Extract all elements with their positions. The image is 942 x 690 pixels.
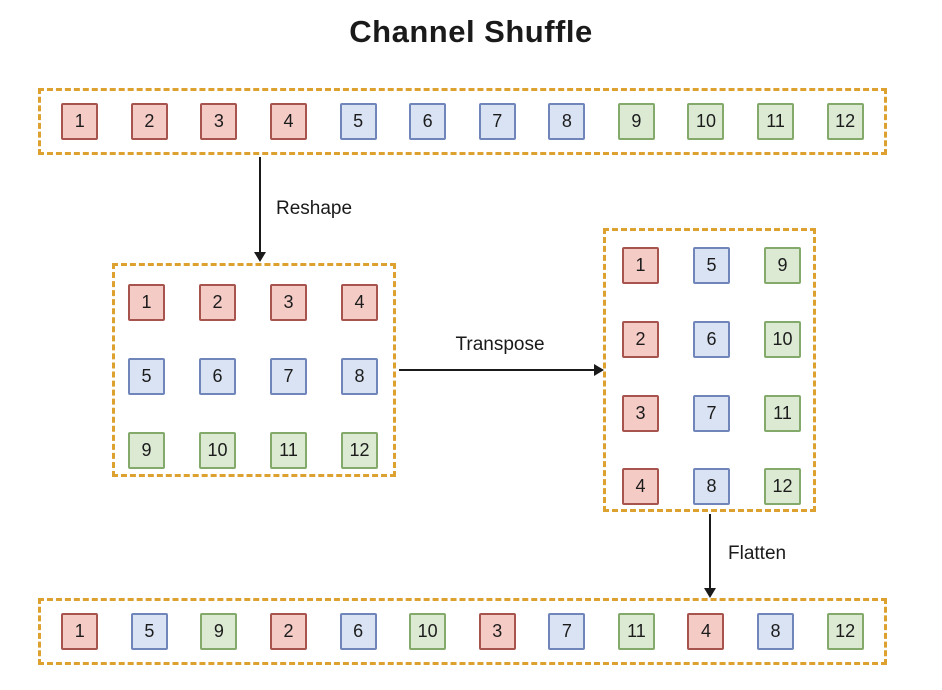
reshape-arrow-head-icon bbox=[254, 252, 266, 262]
channel-box-5: 5 bbox=[130, 613, 168, 650]
channel-box-8: 8 bbox=[693, 468, 730, 506]
channel-box-9: 9 bbox=[617, 103, 655, 140]
channel-box-2: 2 bbox=[130, 103, 168, 140]
channel-box-2: 2 bbox=[199, 284, 236, 321]
channel-box-6: 6 bbox=[409, 103, 447, 140]
channel-box-7: 7 bbox=[693, 394, 730, 432]
channel-box-10: 10 bbox=[687, 103, 725, 140]
channel-box-3: 3 bbox=[270, 284, 307, 321]
channel-box-8: 8 bbox=[548, 103, 586, 140]
channel-box-4: 4 bbox=[270, 103, 308, 140]
channel-box-2: 2 bbox=[622, 320, 659, 358]
channel-box-1: 1 bbox=[61, 613, 99, 650]
channel-box-3: 3 bbox=[622, 394, 659, 432]
channel-box-1: 1 bbox=[61, 103, 99, 140]
flatten-arrow-line bbox=[709, 514, 711, 589]
transpose-label: Transpose bbox=[455, 334, 545, 355]
channel-box-11: 11 bbox=[757, 103, 795, 140]
transpose-arrow-head-icon bbox=[594, 364, 604, 376]
channel-box-5: 5 bbox=[693, 247, 730, 284]
channel-box-9: 9 bbox=[128, 432, 165, 469]
channel-box-8: 8 bbox=[341, 358, 378, 395]
channel-box-10: 10 bbox=[409, 613, 447, 650]
channel-box-10: 10 bbox=[199, 432, 236, 469]
channel-box-10: 10 bbox=[764, 320, 801, 358]
flatten-label: Flatten bbox=[728, 543, 787, 564]
channel-box-1: 1 bbox=[622, 247, 659, 284]
channel-box-12: 12 bbox=[826, 103, 864, 140]
channel-box-6: 6 bbox=[693, 320, 730, 358]
channel-box-11: 11 bbox=[617, 613, 655, 650]
channel-box-6: 6 bbox=[199, 358, 236, 395]
channel-box-12: 12 bbox=[826, 613, 864, 650]
channel-box-7: 7 bbox=[270, 358, 307, 395]
channel-box-9: 9 bbox=[200, 613, 238, 650]
channel-box-12: 12 bbox=[764, 468, 801, 506]
reshape-label: Reshape bbox=[276, 198, 353, 219]
channel-box-7: 7 bbox=[548, 613, 586, 650]
flatten-arrow-head-icon bbox=[704, 588, 716, 598]
channel-box-1: 1 bbox=[128, 284, 165, 321]
channel-box-3: 3 bbox=[200, 103, 238, 140]
channel-box-2: 2 bbox=[270, 613, 308, 650]
channel-box-12: 12 bbox=[341, 432, 378, 469]
channel-box-5: 5 bbox=[128, 358, 165, 395]
channel-box-3: 3 bbox=[478, 613, 516, 650]
reshape-arrow-line bbox=[259, 157, 261, 253]
channel-box-9: 9 bbox=[764, 247, 801, 284]
diagram-title: Channel Shuffle bbox=[349, 14, 593, 49]
channel-box-6: 6 bbox=[339, 613, 377, 650]
channel-box-11: 11 bbox=[764, 394, 801, 432]
channel-box-4: 4 bbox=[341, 284, 378, 321]
channel-box-7: 7 bbox=[478, 103, 516, 140]
channel-box-5: 5 bbox=[339, 103, 377, 140]
transpose-arrow-line bbox=[399, 369, 595, 371]
channel-box-11: 11 bbox=[270, 432, 307, 469]
channel-box-4: 4 bbox=[622, 468, 659, 506]
channel-box-4: 4 bbox=[687, 613, 725, 650]
channel-box-8: 8 bbox=[757, 613, 795, 650]
